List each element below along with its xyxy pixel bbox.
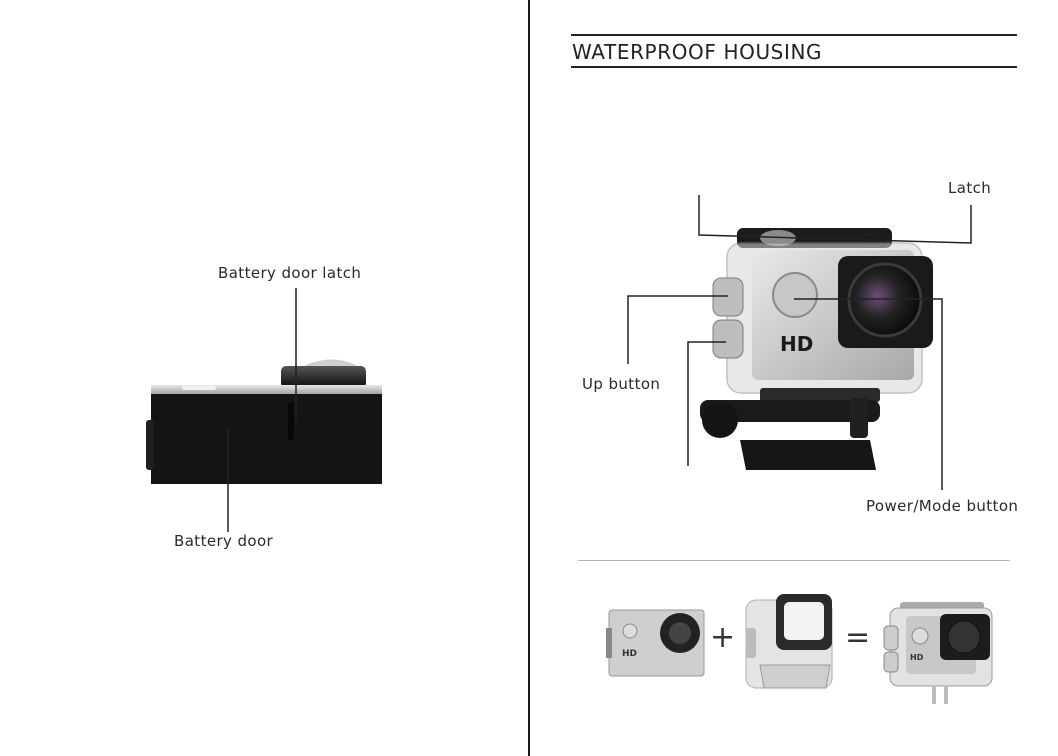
empty-housing-illustration: [740, 588, 840, 696]
battery-door-label: Battery door: [174, 532, 273, 550]
camera-bottom-view-illustration: [140, 350, 400, 500]
heading-rule-bottom: [571, 66, 1017, 68]
section-title: WATERPROOF HOUSING: [572, 40, 822, 64]
camera-front-small-illustration: HD: [606, 606, 706, 680]
camera-small-hd-label: HD: [622, 649, 637, 659]
latch-label: Latch: [948, 179, 991, 197]
battery-door-latch-label: Battery door latch: [218, 264, 361, 282]
assembled-camera-housing-illustration: HD: [882, 598, 994, 708]
callout-line-down-button: [684, 338, 734, 470]
callout-line-battery-door: [222, 425, 232, 535]
callout-line-latch: [695, 190, 980, 250]
power-mode-button-label: Power/Mode button: [866, 497, 1018, 515]
callout-line-power-mode-button: [790, 294, 950, 494]
up-button-label: Up button: [582, 375, 660, 393]
page-divider: [528, 0, 530, 756]
callout-line-battery-door-latch: [290, 280, 300, 425]
assembled-hd-label: HD: [910, 653, 924, 662]
plus-symbol: +: [710, 620, 735, 655]
section-separator: [578, 560, 1010, 561]
equals-symbol: =: [845, 620, 870, 655]
heading-rule-top: [571, 34, 1017, 36]
